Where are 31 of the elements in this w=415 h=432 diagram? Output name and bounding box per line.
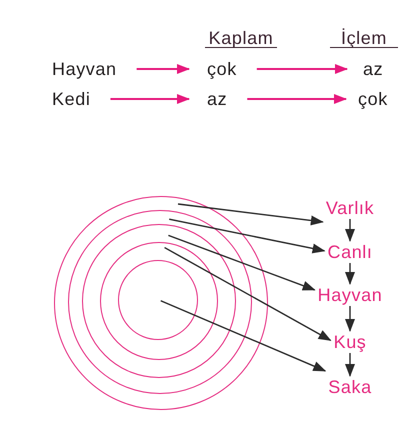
arrow bbox=[247, 94, 347, 104]
set-circle bbox=[82, 224, 236, 378]
arrow bbox=[178, 203, 324, 226]
arrow bbox=[110, 94, 190, 104]
arrow bbox=[345, 263, 355, 285]
column-header: İçlem bbox=[330, 29, 398, 48]
set-circle bbox=[118, 260, 198, 340]
row-label: Kedi bbox=[52, 89, 90, 109]
arrow bbox=[345, 219, 355, 242]
column-header: Kaplam bbox=[205, 29, 277, 48]
arrow bbox=[256, 64, 348, 74]
arrow bbox=[345, 353, 355, 377]
set-circle bbox=[68, 210, 252, 394]
value-text: çok bbox=[358, 89, 388, 109]
arrow bbox=[169, 218, 326, 254]
category-label: Varlık bbox=[326, 198, 374, 218]
category-label: Saka bbox=[328, 377, 372, 397]
set-circle bbox=[100, 242, 218, 360]
arrow bbox=[164, 246, 332, 341]
set-circle bbox=[54, 196, 268, 410]
arrow bbox=[168, 234, 316, 291]
value-text: az bbox=[207, 89, 228, 109]
arrow bbox=[136, 64, 190, 74]
row-label: Hayvan bbox=[52, 59, 117, 79]
arrow bbox=[345, 306, 355, 332]
value-text: çok bbox=[207, 59, 237, 79]
value-text: az bbox=[363, 59, 384, 79]
category-label: Canlı bbox=[327, 242, 373, 262]
arrow bbox=[160, 300, 326, 372]
category-label: Kuş bbox=[334, 332, 366, 352]
category-label: Hayvan bbox=[318, 285, 382, 305]
